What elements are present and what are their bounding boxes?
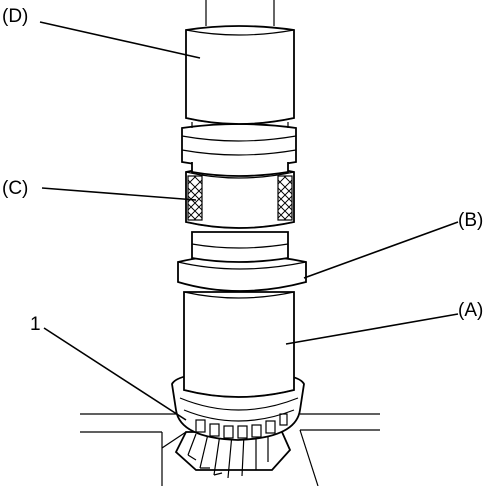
label-d: (D) (2, 6, 28, 27)
label-b: (B) (458, 210, 483, 231)
knurled-band-left (187, 175, 203, 221)
shaft-neck (191, 231, 289, 263)
label-item-1: 1 (30, 314, 41, 335)
tool-a-cylinder (183, 291, 295, 398)
leader-lines (39, 21, 459, 421)
leader-1 (43, 327, 187, 421)
tool-b-collar (177, 254, 307, 299)
label-c: (C) (2, 178, 28, 199)
tool-d-tube (185, 0, 295, 128)
housing-lines (80, 413, 380, 486)
tool-c-handle (185, 165, 295, 229)
pinion-gear (174, 431, 292, 479)
leader-a (285, 313, 459, 345)
leader-b (303, 221, 459, 279)
leader-d (39, 21, 201, 59)
label-a: (A) (458, 300, 483, 321)
shaft-rings (181, 123, 297, 177)
knurled-band-right (277, 175, 293, 221)
leader-c (41, 187, 197, 201)
